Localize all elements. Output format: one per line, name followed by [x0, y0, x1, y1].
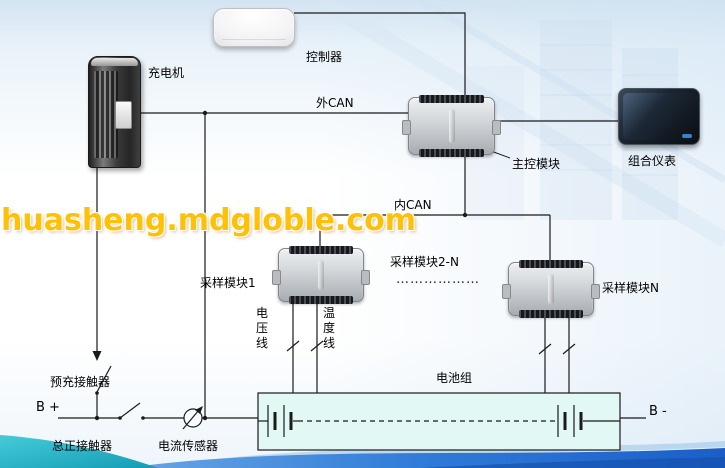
module-ridge: [448, 109, 455, 143]
charger-top-cap: [91, 58, 138, 66]
module-ridge: [548, 274, 554, 304]
mounting-ear-icon: [272, 269, 281, 285]
sampling-module-2n-label: 采样模块2-N: [390, 255, 459, 269]
charger-drop-arrowhead: [92, 351, 102, 361]
main-contactor-blade: [119, 402, 141, 419]
sampling-ellipsis: ………………: [396, 272, 480, 287]
connector-pins-icon: [289, 246, 353, 254]
mounting-ear-icon: [361, 269, 370, 285]
current-sensor-symbol: [182, 406, 203, 430]
watermark: huasheng.mdgloble.com: [1, 203, 417, 238]
wire-controller-to-main: [294, 12, 466, 97]
charger-grille: [94, 71, 118, 158]
cluster-led-icon: [682, 134, 692, 138]
main-module-label-pointer: [490, 150, 511, 159]
sampling-module-n-label: 采样模块N: [602, 281, 659, 295]
internal-can-label: 内CAN: [394, 198, 432, 212]
controller-device: [213, 8, 295, 47]
mounting-ear-icon: [591, 283, 600, 299]
b-minus-terminal-label: B -: [649, 404, 667, 419]
charger-device: [88, 56, 141, 168]
sampling-module-n-device: [502, 260, 600, 318]
temperature-line-label: 温度线: [323, 306, 336, 350]
controller-label: 控制器: [306, 50, 343, 64]
cluster-screen: [623, 93, 695, 140]
sampling-module-1-label: 采样模块1: [200, 276, 256, 290]
connector-pins-icon: [519, 310, 583, 318]
module-ridge: [318, 260, 324, 290]
battery-cells: [258, 405, 620, 437]
voltage-line-label: 电压线: [256, 306, 269, 350]
wave-teal: [0, 435, 158, 468]
wires: [58, 12, 646, 419]
mounting-ear-icon: [402, 120, 411, 136]
main-module-label: 主控模块: [512, 157, 561, 171]
wire-break-marks: [286, 340, 576, 355]
main-control-module-device: [402, 95, 501, 157]
current-sensor-label: 电流传感器: [158, 439, 219, 453]
b-plus-terminal-label: B +: [36, 400, 60, 415]
precharge-contactor-blade: [96, 365, 112, 393]
wave-dark-blue: [420, 457, 725, 468]
mounting-ear-icon: [492, 120, 501, 136]
connector-pins-icon: [419, 95, 484, 103]
battery-pack: [257, 392, 621, 451]
external-can-label: 外CAN: [316, 96, 354, 110]
current-sensor-arrowhead: [195, 406, 203, 414]
mounting-ear-icon: [502, 283, 511, 299]
sampling-module-1-device: [272, 246, 370, 304]
charger-label: 充电机: [148, 66, 185, 80]
charger-display-panel: [115, 101, 132, 129]
battery-pack-label: 电池组: [436, 371, 473, 385]
precharge-contactor-label: 预充接触器: [50, 375, 111, 389]
instrument-cluster-device: [618, 88, 700, 145]
connector-pins-icon: [289, 296, 353, 304]
main-positive-contactor-label: 总正接触器: [52, 439, 113, 453]
junctions: [92, 110, 468, 421]
connector-pins-icon: [419, 149, 484, 157]
connector-pins-icon: [519, 260, 583, 268]
instrument-cluster-label: 组合仪表: [628, 154, 677, 168]
